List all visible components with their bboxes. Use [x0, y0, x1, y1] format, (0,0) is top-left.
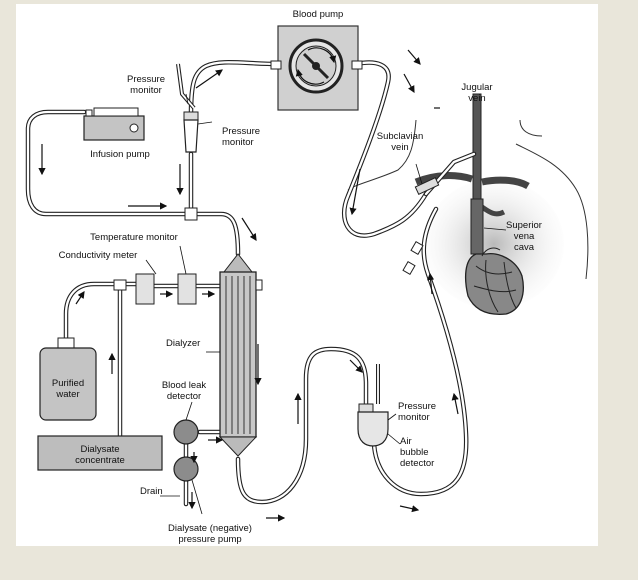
label-purified-water-1: Purified	[52, 378, 84, 389]
chest-shading	[424, 179, 564, 309]
label-blood-pump: Blood pump	[293, 9, 344, 20]
pressure-monitor-mid	[183, 111, 199, 153]
leader-lines	[145, 93, 507, 515]
label-conductivity-meter: Conductivity meter	[59, 250, 138, 261]
label-drain: Drain	[140, 486, 163, 497]
label-purified-water-2: water	[55, 389, 79, 400]
labels: Blood pump Pressure monitor Pressure mon…	[52, 9, 542, 545]
temperature-monitor	[177, 273, 197, 305]
label-dialysate-concentrate-1: Dialysate	[80, 444, 119, 455]
air-bubble-detector	[357, 364, 389, 447]
dialysate-tee	[113, 279, 127, 291]
label-pressure-monitor-right-1: Pressure	[398, 401, 436, 412]
patient-anatomy	[347, 93, 589, 315]
label-dialysate-concentrate-2: concentrate	[75, 455, 125, 466]
purified-water-bottle	[39, 337, 97, 421]
label-pressure-monitor-top-1: Pressure	[127, 74, 165, 85]
label-jugular-vein-2: vein	[468, 93, 485, 104]
label-pressure-monitor-top-2: monitor	[130, 85, 162, 96]
label-air-bubble-2: bubble	[400, 447, 429, 458]
label-pressure-monitor-mid-1: Pressure	[222, 126, 260, 137]
dialysate-concentrate-box	[37, 435, 163, 471]
label-superior-vena-cava-2: vena	[514, 231, 535, 242]
label-jugular-vein-1: Jugular	[461, 82, 492, 93]
hemodialysis-circuit-diagram: Blood pump Pressure monitor Pressure mon…	[25, 9, 589, 545]
catheter-connectors	[402, 177, 440, 276]
label-air-bubble-1: Air	[400, 436, 412, 447]
label-superior-vena-cava-3: cava	[514, 242, 535, 253]
label-subclavian-vein-1: Subclavian	[377, 131, 423, 142]
pressure-monitor-top	[176, 63, 196, 110]
heart	[464, 247, 524, 315]
label-negative-pump-1: Dialysate (negative)	[168, 523, 252, 534]
label-pressure-monitor-mid-2: monitor	[222, 137, 254, 148]
diagram-panel: Blood pump Pressure monitor Pressure mon…	[16, 4, 598, 546]
dialyzer	[218, 253, 263, 457]
label-air-bubble-3: detector	[400, 458, 434, 469]
label-dialyzer: Dialyzer	[166, 338, 200, 349]
tubing	[25, 60, 477, 507]
blood-pump	[270, 25, 363, 111]
neck-shoulder-outline	[347, 119, 589, 280]
label-blood-leak-detector-2: detector	[167, 391, 201, 402]
conductivity-meter	[135, 273, 155, 305]
label-temperature-monitor: Temperature monitor	[90, 232, 178, 243]
label-negative-pump-2: pressure pump	[178, 534, 241, 545]
label-pressure-monitor-right-2: monitor	[398, 412, 430, 423]
junction-connector	[184, 207, 198, 221]
label-superior-vena-cava-1: Superior	[506, 220, 542, 231]
superior-vena-cava	[470, 198, 484, 255]
label-infusion-pump: Infusion pump	[90, 149, 150, 160]
flow-arrows	[38, 49, 459, 522]
label-subclavian-vein-2: vein	[391, 142, 408, 153]
blood-leak-detector	[173, 419, 199, 445]
label-blood-leak-detector-1: Blood leak	[162, 380, 207, 391]
infusion-pump	[83, 107, 145, 141]
